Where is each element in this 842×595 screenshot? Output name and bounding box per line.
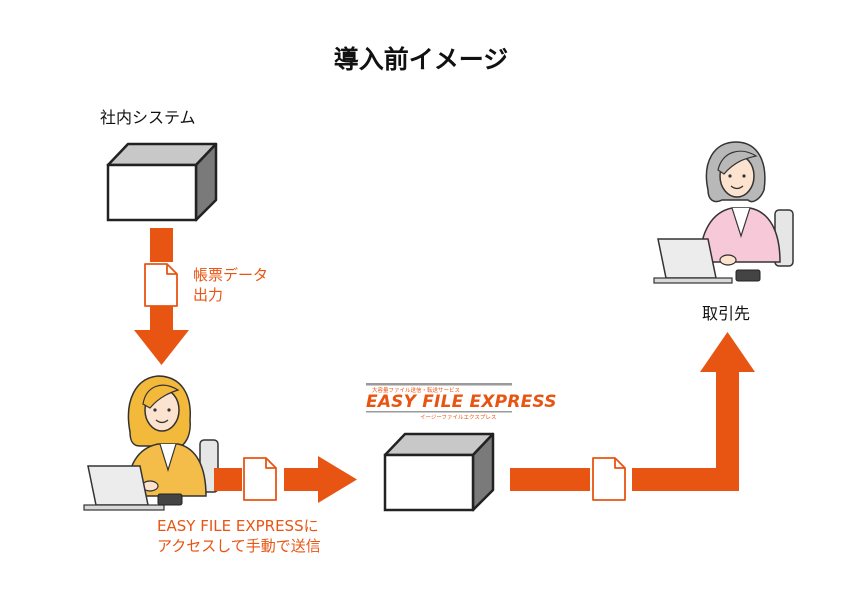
internal-system-server-icon — [106, 142, 218, 222]
send-flow-arrow — [214, 456, 357, 503]
partner-label: 取引先 — [701, 304, 750, 323]
laptop-icon — [83, 465, 165, 511]
partner-person-icon — [699, 141, 794, 267]
deliver-flow-arrow — [510, 332, 755, 491]
internal-system-label: 社内システム — [100, 108, 196, 127]
smartphone-icon — [735, 269, 761, 282]
logo-name: EASY FILE EXPRESS — [366, 392, 557, 412]
easy-file-express-logo — [366, 383, 512, 413]
manual-send-label: EASY FILE EXPRESSに アクセスして手動で送信 — [157, 517, 321, 555]
logo-subname: イージーファイルエクスプレス — [420, 415, 497, 421]
page-title: 導入前イメージ — [333, 45, 509, 74]
easy-file-express-server-icon — [383, 432, 495, 512]
office-worker-icon — [127, 375, 219, 497]
document-icon — [243, 457, 277, 501]
document-output-label: 帳票データ 出力 — [193, 266, 269, 304]
down-flow-arrow — [134, 228, 189, 365]
logo-tagline: 大容量ファイル送信・転送サービス — [372, 388, 461, 394]
smartphone-icon — [157, 493, 183, 506]
document-icon — [144, 263, 178, 307]
document-icon — [592, 457, 626, 501]
laptop-icon — [653, 238, 733, 284]
